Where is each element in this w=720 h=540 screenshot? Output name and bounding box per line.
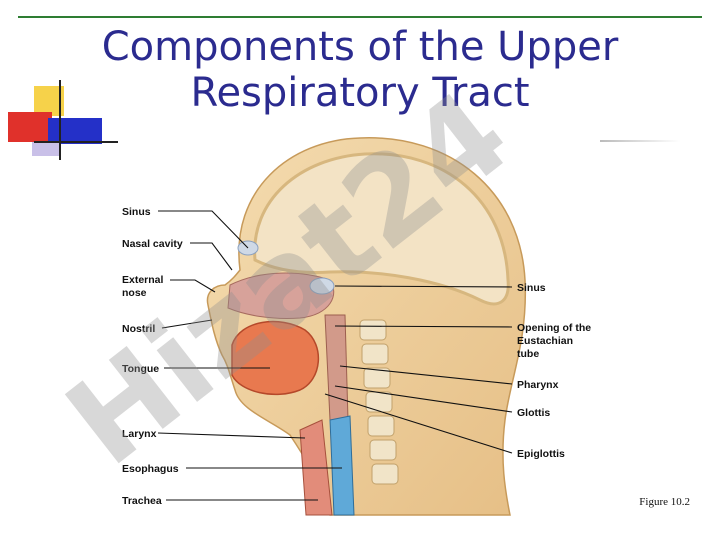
label-esophagus: Esophagus [122,463,179,475]
label-eustachian-3: tube [517,348,539,360]
nasal-cavity-region [227,272,335,319]
label-nasal-cavity: Nasal cavity [122,238,183,250]
esophagus-shape [329,415,355,516]
decorative-squares [8,80,118,160]
label-nostril: Nostril [122,323,155,335]
label-sinus-left: Sinus [122,206,151,218]
slide-title: Components of the Upper Respiratory Trac… [0,24,720,116]
skull [253,152,510,306]
label-eustachian-2: Eustachian [517,335,573,347]
side-rule [600,140,680,142]
title-line-2: Respiratory Tract [190,70,530,116]
tongue-shape [231,320,319,396]
title-line-1: Components of the Upper [101,24,619,70]
top-rule [18,16,702,18]
label-tongue: Tongue [122,363,159,375]
label-pharynx: Pharynx [517,379,559,391]
label-external-nose-1: External [122,274,164,286]
label-trachea: Trachea [122,495,162,507]
label-sinus-right: Sinus [517,282,546,294]
label-glottis: Glottis [517,407,550,419]
head-sagittal-diagram: Sinus Nasal cavity External nose Nostril… [122,137,591,516]
label-external-nose-2: nose [122,287,147,299]
label-eustachian-1: Opening of the [517,322,591,334]
label-epiglottis: Epiglottis [517,448,565,460]
label-larynx: Larynx [122,428,157,440]
sphenoid-sinus [309,277,335,295]
figure-caption: Figure 10.2 [639,496,690,508]
